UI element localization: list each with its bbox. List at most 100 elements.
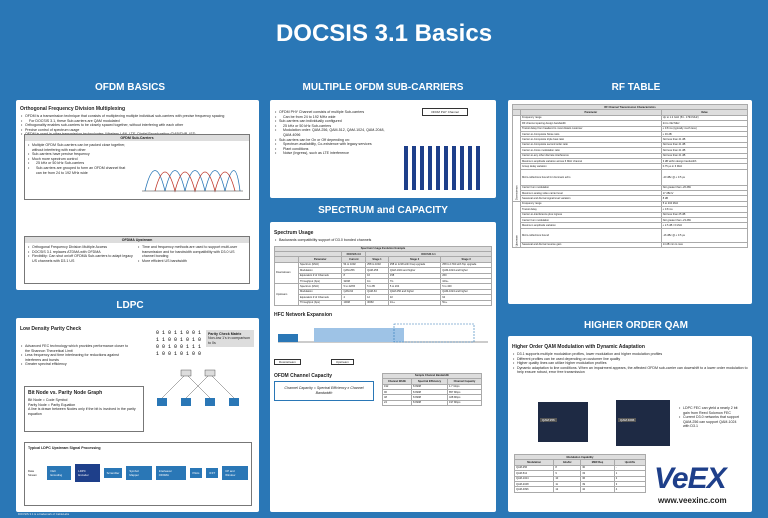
graph-title: Bit Node vs. Parity Node Graph [28,390,103,396]
box-bullet: Sub-carriers are grouped to form an OFDM… [27,166,128,175]
table-cell: -16 dBc @ ≤ 0.5 µs [660,227,749,243]
box-bullet: Much more spectrum control [27,157,128,162]
chain-step: FEC Encoding [47,466,72,480]
capacity-title: OFDM Channel Capacity [274,372,333,379]
graph-text: A line is drawn between Nodes only if th… [28,407,136,416]
constellation-label: QAM 256 [540,418,557,422]
sub-bullet: Can be from 24 to 192 MHz wide [274,115,392,120]
qam-heading: HIGHER ORDER QAM [584,320,688,331]
ofdm-channel-diagram: OFDM PHY Channel [400,108,490,190]
sub-bullet: Spectrum availability, Co-existence with… [274,142,392,147]
svg-text:1 0 0 1 0 1 0 0: 1 0 0 1 0 1 0 0 [156,351,201,357]
footer-note: DOCSIS 3.1 is a trademark of CableLabs [18,512,70,516]
sub-bullet: Plant conditions [274,147,392,152]
box-title: OFDM Sub-Carriers [25,135,249,141]
spectrum-heading: SPECTRUM and CAPACITY [318,205,448,216]
ofdm-bullet: For DOCSIS 3.1, these Sub-carriers are Q… [20,119,255,124]
ldpc-panel: Low Density Parity Check Advanced FEC te… [16,318,259,512]
box-bullet: Multiple OFDM Sub-carriers can be packed… [27,143,128,152]
subcarrier-bar [468,146,472,190]
subcarrier-bar [428,146,432,190]
subcarrier-bar [452,146,456,190]
chain-step: IFFT [206,468,219,478]
table-cell: 1G+ [387,299,442,306]
hfc-label-upstream: Upstream [330,358,354,365]
graph-text: Bit Node = Code Symbol [28,398,68,402]
table-cell: 300M [365,299,389,306]
chain-step: Data Stream [28,469,38,477]
ldpc-heading: LDPC [116,300,144,311]
ldpc-subheading: Low Density Parity Check [20,326,82,332]
qam-bullet: Dynamic adaptation to line conditions. W… [512,366,748,375]
hfc-label-downstream: Downstream [274,358,301,365]
subcarrier-bar [436,146,440,190]
table-cell: Seasonal and diurnal reverse gain [520,241,662,249]
qam-bullet: Higher quality lines can utilize higher … [512,361,748,366]
table-row: Maximum amplitude variation≤ 2.5 dB / 6 … [513,222,749,229]
ofdm-bullet: Orthogonality enables sub-carriers to be… [20,123,255,128]
table-row: Micro-reflections bound for dominant ech… [513,168,749,186]
ofdma-upstream-box: OFDMA Upstream Orthogonal Frequency Divi… [24,236,250,284]
table-row: Micro-reflections bound-16 dBc @ ≤ 0.5 µ… [513,227,749,243]
sub-carriers-panel: OFDM PHY Channel consists of multiple Su… [270,100,496,198]
sub-bullet: 25 kHz or 50 kHz Sub-carriers [274,124,392,129]
box-bullet: 25 kHz or 50 kHz Sub-carriers [27,161,128,166]
table-cell: Micro-reflections bound [520,227,662,243]
qam256-constellation: QAM 256 [538,402,588,442]
subcarrier-bar [404,146,408,190]
box-bullet: More efficient US bandwidth [137,259,247,264]
parity-text: Non-low 1's in comparison to 0s [208,336,251,345]
table-header [512,109,521,116]
table-cell: 14 dB min to max [660,241,749,249]
table-cell: 42 [580,486,615,493]
table-cell: 24 [381,399,413,407]
box-bullet: Orthogonal Frequency Division Multiple A… [27,245,137,250]
sub-bullet: Sub-carriers can individually configured [274,119,392,124]
chain-title: Typical LDPC Upstream Signal Processing [28,446,101,450]
ofdm-subcarriers-box: OFDM Sub-Carriers Multiple OFDM Sub-carr… [24,134,250,200]
page-title: DOCSIS 3.1 Basics [275,20,493,47]
chain-step: CP and Window [222,466,248,480]
qam-note: Current D3.0 networks that support QAM-2… [678,415,742,429]
row-group-label: Downstream [274,261,299,285]
spectrum-bullet: Backwards compatibility support of D3.0 … [274,238,492,243]
constellation-label: QAM 4096 [618,418,637,422]
table-cell: -20 dBc @ ≤ 0.5 µs [660,168,749,186]
table-cell: ≤ 2.5 dB / 6 MHz [660,222,749,229]
subcarrier-waveform-diagram [142,170,243,193]
table-cell: 4 [613,486,647,493]
ofdm-basics-panel: Orthogonal Frequency Division Multiplexi… [16,100,259,290]
table-cell: QAM-4096 [513,486,555,493]
subcarrier-bar [420,146,424,190]
chain-step: Pilots [189,468,203,478]
channel-label: OFDM PHY Channel [422,108,468,116]
parity-title: Parity Check Matrix [208,332,242,336]
ofdm-subheading: Orthogonal Frequency Division Multiplexi… [20,106,126,112]
website-link[interactable]: www.veexinc.com [658,496,727,505]
table-cell: 197 Mbps [447,399,482,407]
sub-bullet: Sub-carriers can be On or Off depending … [274,138,392,143]
hfc-expansion-diagram [278,323,488,343]
parity-matrix-diagram: 0 1 0 1 1 0 0 1 1 1 0 0 1 0 1 0 0 0 1 0 … [156,330,239,406]
box-bullet: DOCSIS 3.1 replaces ATDMA with OFDMA [27,250,137,255]
capacity-formula: Channel Capacity = Spectral Efficiency x… [274,380,374,401]
subcarrier-bar [444,146,448,190]
spectrum-subheading: Spectrum Usage [274,230,314,236]
box-bullet: Sub-carriers have precise frequency [27,152,128,157]
rf-table-panel: RF Channel Transmission Characteristics … [508,100,752,304]
graph-text: Parity Node = Parity Equation [28,402,76,407]
sub-bullet: Modulation order: QAM-256, QAM-512, QAM-… [274,128,392,137]
ldpc-bullet: Greater spectral efficiency [20,362,132,367]
sub-bullet: Noise (Ingress), such as LTE interferenc… [274,151,392,156]
chain-step: LDPC Encoder [75,464,100,482]
row-group-label: Upstream [512,201,521,248]
qam-bullet: D3.1 supports multiple modulation profil… [512,352,748,357]
row-group-label: Upstream [274,283,299,306]
ofdm-basics-heading: OFDM BASICS [95,82,165,93]
subcarrier-bar [460,146,464,190]
hfc-title: HFC Network Expansion [274,311,333,318]
